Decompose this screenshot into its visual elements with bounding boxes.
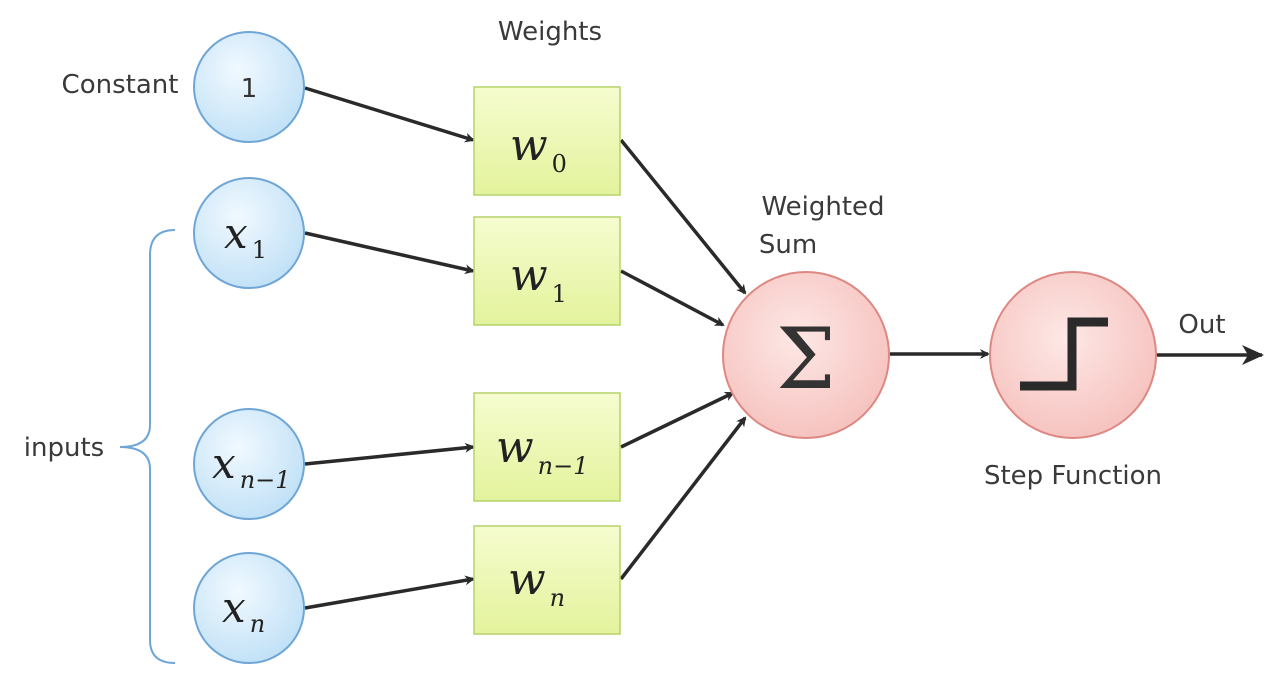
constant-label: Constant [62,70,179,100]
w0-base: w [510,120,548,171]
arrow-x1-to-w1 [304,231,475,275]
weights-heading: Weights [498,17,602,47]
out-label: Out [1178,310,1225,340]
svg-text:xn: xn [222,583,265,638]
weighted-sum-node: Σ [722,271,890,439]
weighted-sum-label-line2: Sum [759,230,817,260]
svg-text:wn−1: wn−1 [496,422,589,480]
w1-base: w [510,250,548,301]
arrow-wn-to-sum [619,416,747,581]
constant-value: 1 [241,74,258,104]
wn1-base: w [496,422,534,473]
svg-text:w0: w0 [510,120,567,178]
inputs-bracket [119,229,176,664]
x1-sub: 1 [252,236,267,264]
svg-text:w1: w1 [510,250,567,308]
step-function-node [989,271,1157,439]
arrow-xn1-to-wn1 [304,442,475,466]
step-function-label: Step Function [984,461,1162,491]
w1-sub: 1 [552,280,567,308]
arrow-w0-to-sum [619,138,747,295]
wn1-sub: n−1 [538,452,589,480]
inputs-label: inputs [24,433,104,463]
svg-text:x1: x1 [224,209,267,264]
xn1-sub: n−1 [240,466,291,494]
xn-base: x [222,583,246,632]
svg-text:xn−1: xn−1 [212,439,291,494]
arrow-constant-to-w0 [304,86,475,143]
wn-sub: n [550,584,565,612]
weighted-sum-label-line1: Weighted [761,192,884,222]
arrow-xn-to-wn [304,575,475,610]
svg-text:wn: wn [508,554,565,612]
w0-sub: 0 [552,150,567,178]
input-node-constant: 1 [193,31,305,143]
sigma-icon: Σ [776,310,835,408]
wn-base: w [508,554,546,605]
xn-sub: n [250,610,265,638]
arrow-w1-to-sum [620,269,725,327]
arrow-wn1-to-sum [620,391,735,449]
xn1-base: x [212,439,236,488]
step-function-icon [1020,317,1108,391]
x1-base: x [224,209,248,258]
